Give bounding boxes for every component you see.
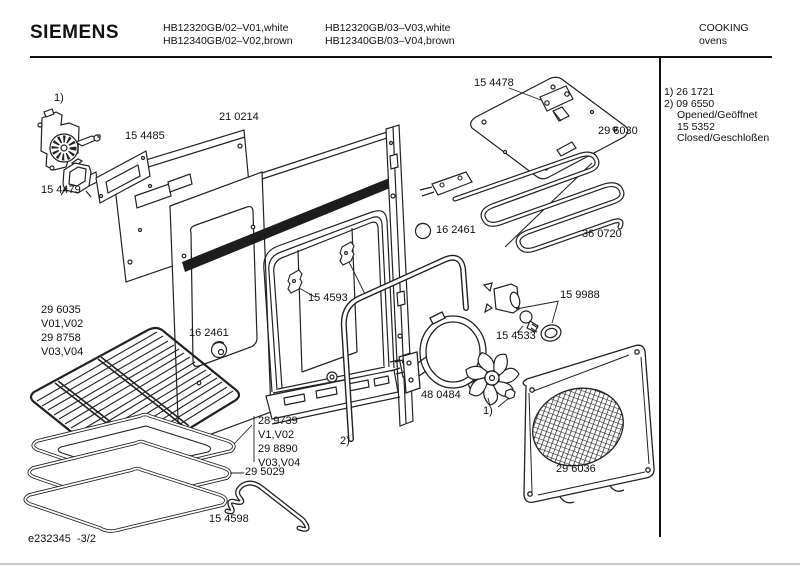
part-label-480484: 48 0484 xyxy=(421,389,461,401)
category-line: ovens xyxy=(699,35,728,47)
part-label-360720: 36 0720 xyxy=(582,228,622,240)
model-line: HB12340GB/02–V02,brown xyxy=(163,35,293,47)
part-label-154479: 15 4479 xyxy=(41,184,81,196)
brand-logo: SIEMENS xyxy=(30,22,120,43)
part-label-154593: 15 4593 xyxy=(308,292,348,304)
fan-motor-drawing xyxy=(37,108,101,171)
part-label-210214: 21 0214 xyxy=(219,111,259,123)
variant-label-v03-v04-rack: V03,V04 xyxy=(41,346,84,358)
legend-line: 2) 09 6550 xyxy=(664,97,715,110)
part-label-154485: 15 4485 xyxy=(125,130,165,142)
part-label-154478: 15 4478 xyxy=(474,77,514,89)
model-line: HB12320GB/03–V03,white xyxy=(325,22,451,34)
callout-marker-motor: 1) xyxy=(54,92,64,104)
model-line: HB12320GB/02–V01,white xyxy=(163,22,289,34)
part-label-296036: 29 6036 xyxy=(556,463,596,475)
scan-edge-line xyxy=(0,563,800,565)
part-label-159988: 15 9988 xyxy=(560,289,600,301)
category-line: COOKING xyxy=(699,22,749,34)
tray-stack-drawing xyxy=(23,412,255,533)
legend-line: 15 5352 xyxy=(677,120,715,133)
legend-line: Closed/Geschloßen xyxy=(677,132,770,145)
variant-label-v01-v02: V01,V02 xyxy=(41,318,84,330)
model-line: HB12340GB/03–V04,brown xyxy=(325,35,455,47)
model-column-1: HB12320GB/02–V01,white HB12340GB/02–V02,… xyxy=(163,22,293,48)
oven-cavity-drawing xyxy=(169,124,415,447)
callout-marker-fan: 1) xyxy=(483,405,493,417)
switch-154479-drawing xyxy=(60,158,92,198)
part-label-154598: 15 4598 xyxy=(209,513,249,525)
grommet-icons xyxy=(210,222,432,359)
vent-panel-drawing xyxy=(522,344,655,504)
part-label-162461-left: 16 2461 xyxy=(189,327,229,339)
part-label-162461-top: 16 2461 xyxy=(436,224,476,236)
variant-label-v1-v02: V1,V02 xyxy=(258,429,295,441)
callout-marker-seal: 2) xyxy=(340,435,350,447)
part-label-296035: 29 6035 xyxy=(41,304,81,316)
shelf-hook-drawing xyxy=(224,480,310,532)
model-column-2: HB12320GB/03–V03,white HB12340GB/03–V04,… xyxy=(325,22,455,48)
page-number: -3/2 xyxy=(77,533,96,545)
part-label-289739: 28 9739 xyxy=(258,415,298,427)
legend-divider xyxy=(659,57,661,537)
part-label-295029: 29 5029 xyxy=(245,466,285,478)
grill-element-drawing xyxy=(419,151,625,253)
part-label-298890: 29 8890 xyxy=(258,443,298,455)
part-label-298758: 29 8758 xyxy=(41,332,81,344)
legend-line: Opened/Geöffnet xyxy=(677,109,758,122)
header-divider xyxy=(30,56,772,58)
category-header: COOKING ovens xyxy=(699,22,749,48)
lamp-assembly-drawing xyxy=(482,282,562,342)
part-label-296030: 29 6030 xyxy=(598,125,638,137)
legend-line: 1) 26 1721 xyxy=(664,86,715,98)
fan-wheel-drawing xyxy=(465,351,520,408)
legend: 1) 26 1721 2) 09 6550 Opened/Geöffnet 15… xyxy=(664,86,770,145)
shelf-clips-drawing xyxy=(287,241,367,298)
door-seal-drawing xyxy=(340,254,469,442)
part-label-154533: 15 4533 xyxy=(496,330,536,342)
document-id: e232345 xyxy=(28,533,71,545)
variant-label-v03-v04-tray: V03,V04 xyxy=(258,457,301,469)
